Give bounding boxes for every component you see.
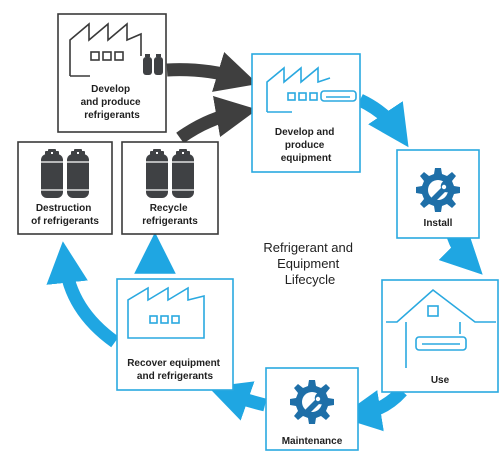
node-label-destruction: Destruction of refrigerants [31,203,99,227]
node-label-maintenance: Maintenance [282,436,343,447]
wrench-gear-icon [290,380,334,424]
wrench-gear-icon [416,168,460,212]
node-label-install: Install [424,218,453,229]
factory-with-cylinders-icon [69,22,142,77]
arrow-use-to-maintenance [339,386,407,432]
node-label-recover: Recover equipment and refrigerants [127,358,223,382]
house-with-ac-icon [386,288,496,368]
arrow-equipment-to-install [357,94,409,148]
node-label-develop-refrigerants: Develop and produce refrigerants [81,84,144,121]
node-destruction: Destruction of refrigerants [17,141,113,235]
node-use: Use [381,279,499,393]
arrow-refrigerants-to-equipment [166,52,258,92]
arrow-recover-to-destruction [46,241,119,348]
node-label-develop-equipment: Develop and produce equipment [275,127,337,164]
node-label-use: Use [431,375,450,386]
arrow-recycle-to-equipment [176,96,258,144]
factory-icon [127,286,205,339]
small-cylinders-icon [143,54,163,75]
node-recover: Recover equipment and refrigerants [116,278,234,391]
node-install: Install [396,149,480,239]
node-maintenance: Maintenance [265,367,359,451]
node-develop-equipment: Develop and produce equipment [251,53,361,173]
diagram-center-title: Refrigerant and Equipment Lifecycle [263,240,356,287]
arrow-maintenance-to-recover [208,381,267,421]
node-develop-refrigerants: Develop and produce refrigerants [57,13,167,133]
node-recycle: Recycle refrigerants [121,141,219,235]
factory-with-ac-unit-icon [266,66,357,113]
node-label-recycle: Recycle refrigerants [142,203,198,227]
